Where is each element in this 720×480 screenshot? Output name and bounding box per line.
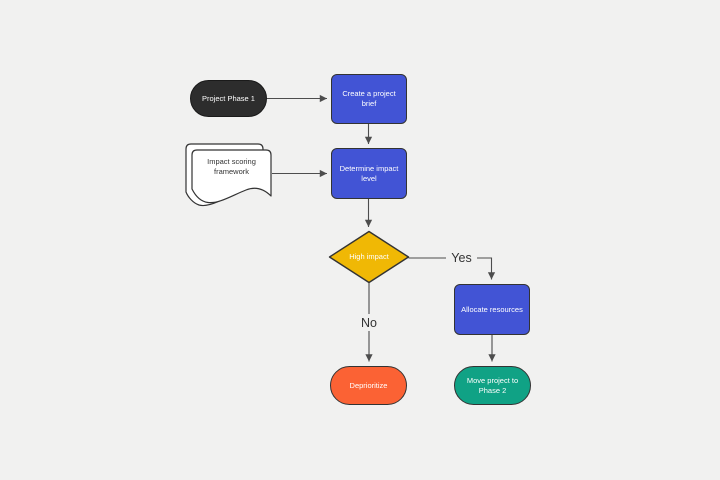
edge-label-yes[interactable]: Yes bbox=[446, 249, 477, 266]
node-label: Deprioritize bbox=[349, 380, 388, 390]
node-label: Allocate resources bbox=[461, 304, 523, 314]
node-create-project-brief[interactable]: Create a project brief bbox=[331, 74, 407, 124]
node-deprioritize[interactable]: Deprioritize bbox=[330, 366, 407, 405]
node-move-project-phase2[interactable]: Move project to Phase 2 bbox=[454, 366, 531, 405]
node-allocate-resources[interactable]: Allocate resources bbox=[454, 284, 530, 335]
node-high-impact-diamond[interactable] bbox=[328, 230, 410, 284]
connector-decision-yes-to-allocate[interactable] bbox=[408, 257, 496, 280]
node-start-terminator[interactable]: Project Phase 1 bbox=[190, 80, 267, 117]
node-label: Create a project brief bbox=[342, 89, 396, 108]
node-determine-impact-level[interactable]: Determine impact level bbox=[331, 148, 407, 199]
node-label: Determine impact level bbox=[339, 163, 399, 183]
node-label: Project Phase 1 bbox=[202, 93, 255, 103]
node-impact-framework[interactable] bbox=[185, 143, 272, 207]
node-label: Move project to Phase 2 bbox=[466, 375, 519, 395]
edge-label-no[interactable]: No bbox=[357, 314, 381, 331]
document-front-page[interactable] bbox=[191, 149, 272, 204]
